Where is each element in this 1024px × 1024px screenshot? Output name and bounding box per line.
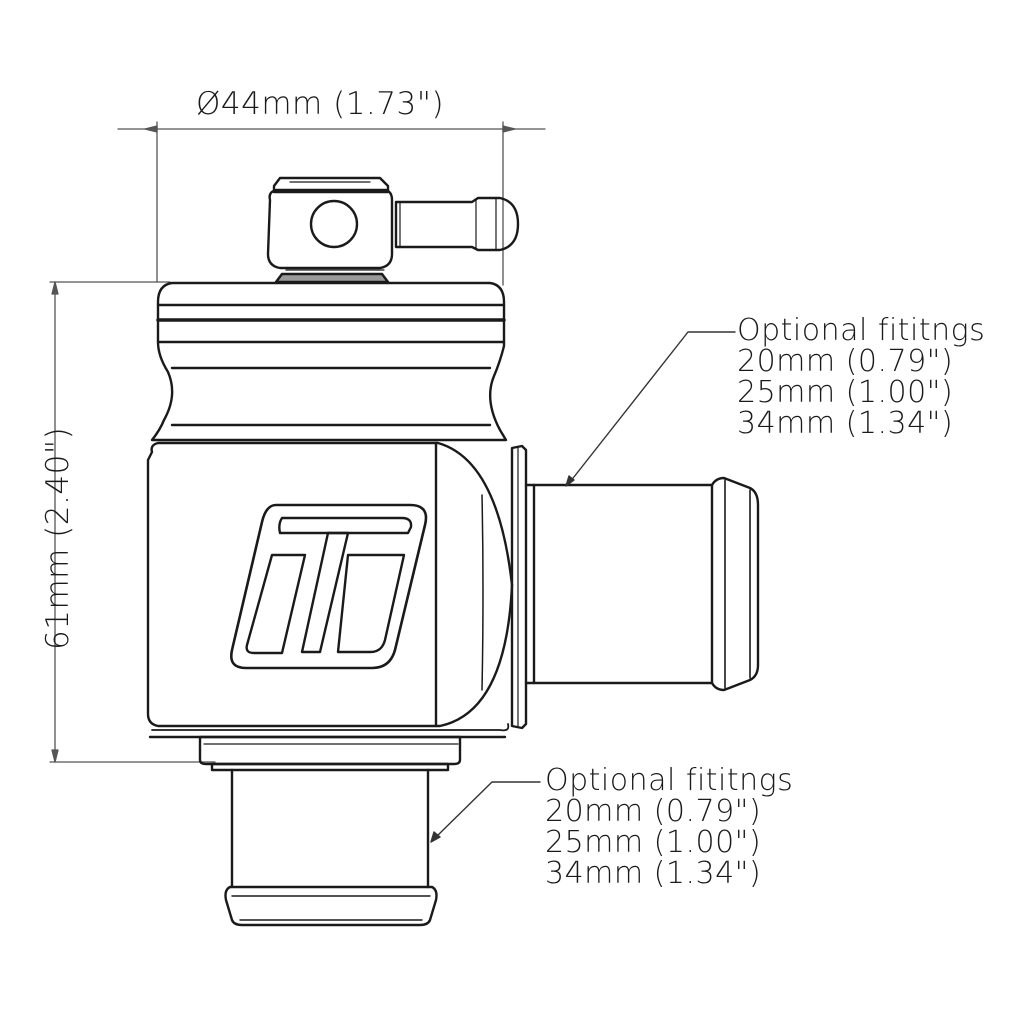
- diameter-dimension-line: [117, 121, 546, 286]
- banjo-fitting: [266, 176, 520, 284]
- callout-title: Optional fititngs: [737, 313, 986, 348]
- diameter-label: Ø44mm (1.73"): [196, 86, 445, 122]
- side-outlet-fitting: [510, 444, 760, 730]
- bottom-inlet-fitting: [198, 735, 462, 927]
- valve-cap: [150, 281, 508, 442]
- brand-logo-icon: [230, 503, 428, 670]
- callout-size: 34mm (1.34"): [737, 406, 954, 441]
- callout-leaders: [430, 331, 736, 843]
- callout-size: 25mm (1.00"): [737, 375, 954, 410]
- valve-body: [146, 441, 514, 739]
- callout-size: 25mm (1.00"): [545, 825, 762, 860]
- callout-size: 20mm (0.79"): [737, 344, 954, 379]
- callout-size: 20mm (0.79"): [545, 794, 762, 829]
- callout-title: Optional fititngs: [545, 763, 794, 798]
- height-label: 61mm (2.40"): [40, 426, 76, 650]
- bottom-fitting-callout: Optional fititngs 20mm (0.79") 25mm (1.0…: [545, 765, 793, 889]
- callout-size: 34mm (1.34"): [545, 856, 762, 891]
- side-fitting-callout: Optional fititngs 20mm (0.79") 25mm (1.0…: [737, 315, 985, 439]
- height-dimension-line: [49, 281, 216, 763]
